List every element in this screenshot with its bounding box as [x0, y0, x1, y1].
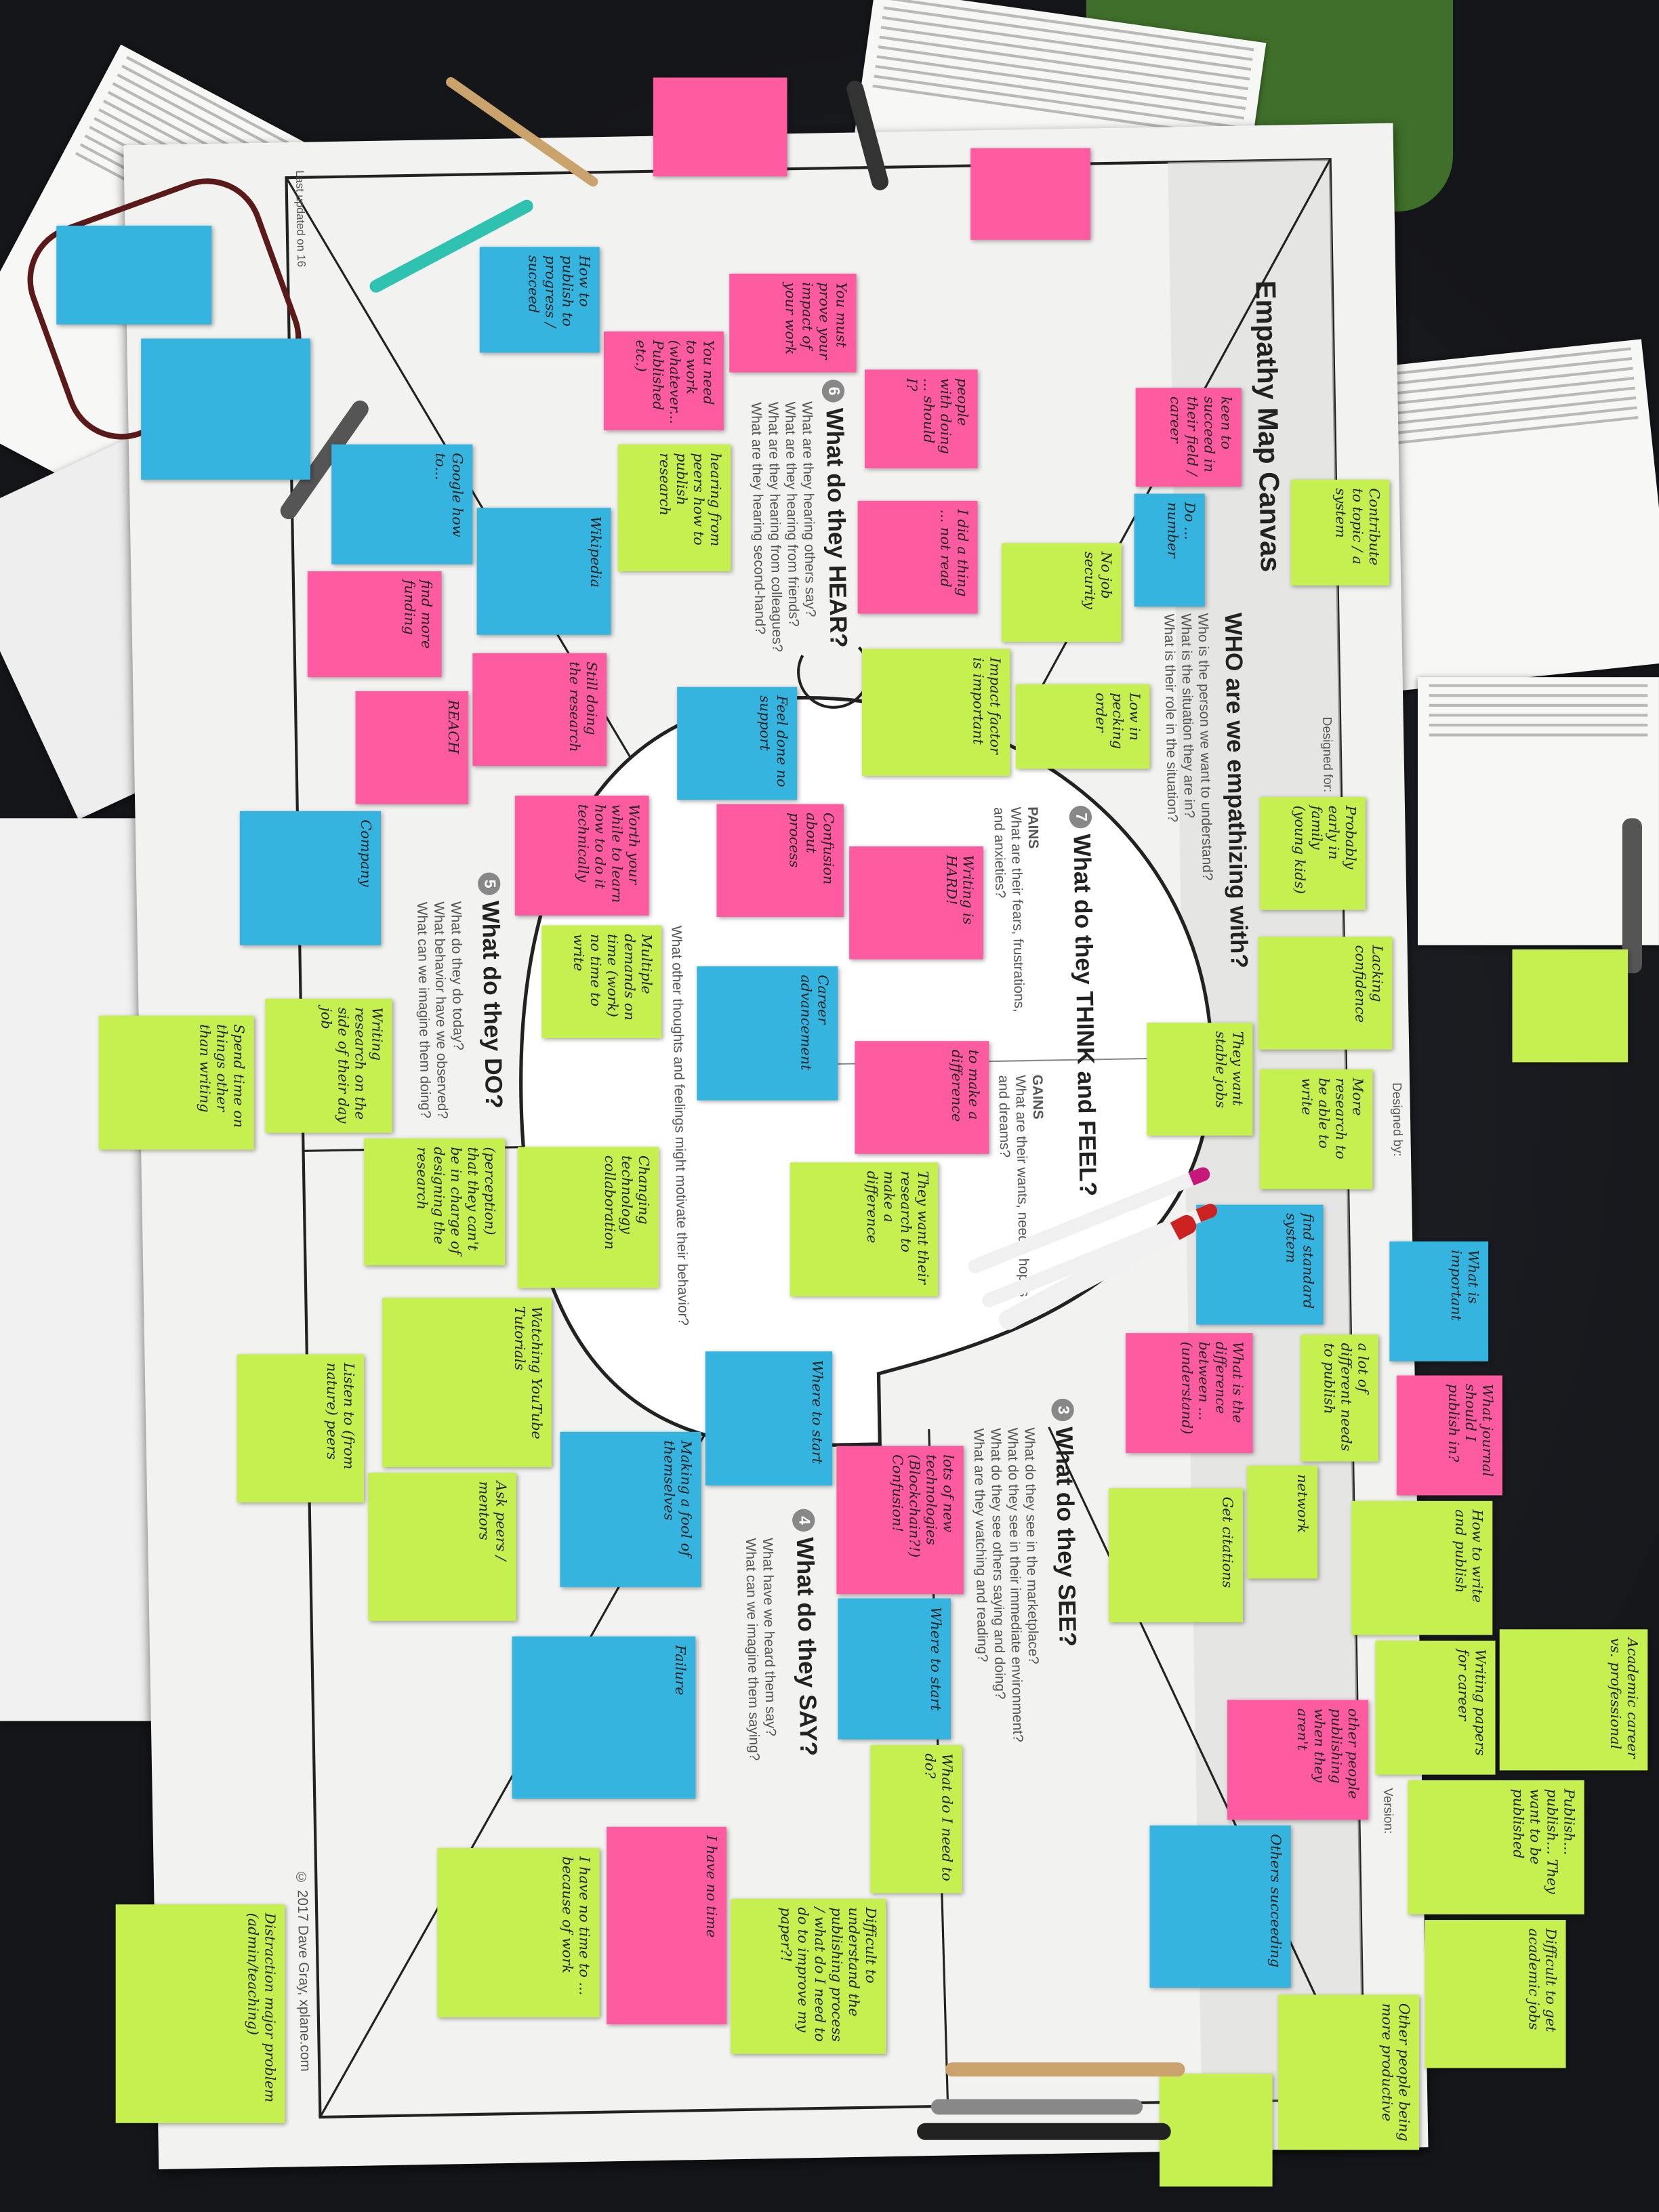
sticky-note-green: Changing technology collaboration	[517, 1147, 659, 1288]
sticky-note-green: Difficult to understand the publishing p…	[731, 1898, 886, 2054]
sticky-note-green: Difficult to get academic jobs	[1425, 1920, 1566, 2068]
do-heading: 5What do they DO?	[475, 872, 507, 1109]
sticky-note-green: hearing from peers how to publish resear…	[617, 444, 731, 572]
say-questions: What have we heard them say?What can we …	[741, 1538, 778, 1761]
sticky-note-green: Contribute to topic / a system	[1290, 479, 1390, 586]
pencil	[945, 2062, 1185, 2077]
sticky-note-green: I have no time to ... because of work	[437, 1847, 600, 2018]
sticky-note-blue: Wikipedia	[476, 508, 611, 635]
sticky-note-pink: Writing is HARD!	[849, 846, 983, 960]
version-label: Version:	[1380, 1788, 1396, 1835]
sticky-note-blue: What is important	[1389, 1241, 1489, 1361]
sticky-note-pink: other people publishing when they aren't	[1227, 1700, 1369, 1820]
sticky-note-pink: keen to succeed in their field / career	[1135, 388, 1242, 487]
sticky-note-green: They want their research to make a diffe…	[790, 1162, 939, 1296]
sticky-note-pink: Still doing the research	[472, 653, 607, 766]
black-marker	[917, 2123, 1171, 2140]
printed-document	[1366, 339, 1659, 691]
sticky-note-blue: Company	[239, 811, 382, 945]
see-questions: What do they see in the marketplace?What…	[970, 1427, 1041, 1742]
sticky-note-pink: What is the difference between ... (unde…	[1126, 1333, 1253, 1454]
say-heading: 4What do they SAY?	[790, 1509, 822, 1757]
sticky-note-green: Academic career vs. professional	[1499, 1629, 1648, 1771]
grey-marker	[930, 2099, 1143, 2115]
sticky-note-green	[1512, 949, 1629, 1063]
sticky-note-green: Probably early in family (young kids)	[1259, 797, 1366, 910]
canvas-title: Empathy Map Canvas	[1248, 280, 1286, 573]
sticky-note-blue	[56, 226, 212, 325]
sticky-note-blue: Where to start	[705, 1351, 833, 1486]
sticky-note-pink	[653, 77, 787, 177]
sticky-note-blue: Others succeeding	[1149, 1825, 1291, 1988]
sticky-note-green: They want stable jobs	[1147, 1023, 1253, 1136]
sticky-note-green: Distraction major problem (admin/teachin…	[115, 1904, 285, 2123]
sticky-note-blue: find standard system	[1196, 1204, 1324, 1325]
sticky-note-blue: Where to start	[838, 1598, 951, 1740]
copyright: © 2017 Dave Gray, xplane.com	[293, 1870, 312, 2072]
sticky-note-green: No job security	[1001, 543, 1122, 642]
sticky-note-green: Multiple demands on time (work) no time …	[541, 925, 662, 1039]
sticky-note-blue: Making a fool of themselves	[560, 1431, 701, 1587]
sticky-note-pink: You must prove your impact of your work	[729, 273, 857, 373]
sticky-note-green: How to write and publish	[1351, 1500, 1493, 1635]
sticky-note-green: More research to be able to write	[1259, 1069, 1373, 1189]
designed-by-label: Designed by:	[1389, 1082, 1406, 1157]
sticky-note-pink: Confusion about process	[716, 804, 844, 918]
sticky-note-blue: Failure	[512, 1636, 696, 1799]
sticky-note-green: Lacking confidence	[1258, 937, 1393, 1050]
sticky-note-green: network	[1247, 1465, 1318, 1579]
sticky-note-green: Writing papers for career	[1375, 1640, 1496, 1775]
sticky-note-blue: Career advancement	[697, 966, 838, 1101]
designed-for-label: Designed for:	[1319, 716, 1336, 793]
sticky-note-blue: Feel done no support	[677, 687, 798, 800]
sticky-note-green: Publish... publish... They want to be pu…	[1408, 1780, 1584, 1914]
sticky-note-green: Watching YouTube Tutorials	[382, 1298, 552, 1467]
hear-heading: 6What do they HEAR?	[819, 380, 852, 648]
see-heading: 3What do they SEE?	[1048, 1398, 1081, 1647]
sticky-note-green: Ask peers / mentors	[368, 1473, 516, 1621]
sticky-note-blue	[141, 338, 310, 480]
do-questions: What do they do today?What behavior have…	[413, 901, 466, 1120]
sticky-note-blue: How to publish to progress / succeed	[479, 247, 600, 353]
black-marker	[1622, 818, 1642, 974]
last-updated: Last updated on 16	[293, 170, 308, 268]
sticky-note-pink: lots of new technologies (Blockchain?!) …	[836, 1446, 964, 1595]
sticky-note-green: Writing research on the side of their da…	[265, 998, 392, 1133]
sticky-note-pink: REACH	[355, 691, 469, 804]
sticky-note-blue: Google how to...	[331, 444, 473, 565]
sticky-note-green: (perception) that they can't be in charg…	[364, 1138, 506, 1266]
sticky-note-green: Listen to (from nature) peers	[237, 1354, 365, 1502]
sticky-note-pink: find more funding	[307, 571, 442, 678]
sticky-note-pink	[970, 148, 1091, 240]
printed-document	[1418, 677, 1659, 945]
sticky-note-green: a lot of different needs to publish	[1300, 1334, 1378, 1462]
sticky-note-pink: You need to work (whatever... Published …	[603, 331, 724, 430]
sticky-note-pink: people with doing ... should I?	[865, 369, 978, 469]
sticky-note-pink: I have no time	[607, 1826, 727, 2025]
who-questions: Who is the person we want to understand?…	[1160, 613, 1214, 881]
sticky-note-green	[1160, 2073, 1273, 2187]
sticky-note-pink: Worth your while to learn how to do it t…	[514, 796, 649, 916]
sticky-note-green: What do I need to do?	[870, 1744, 962, 1893]
sticky-note-green: Other people being more productive	[1277, 1994, 1420, 2150]
sticky-note-green: Get citations	[1109, 1488, 1243, 1622]
sticky-note-green: Low in pecking order	[1015, 684, 1150, 769]
sticky-note-pink: I did a thing ... not read	[857, 500, 978, 614]
hear-questions: What are they hearing others say?What ar…	[747, 401, 818, 653]
sticky-note-blue: Do ... number	[1134, 493, 1205, 607]
sticky-note-green: Spend time on things other than writing	[98, 1015, 254, 1150]
sticky-note-pink: to make a difference	[855, 1041, 989, 1154]
sticky-note-pink: What journal should I publish in?	[1396, 1375, 1502, 1496]
sticky-note-green: Impact factor is important	[861, 649, 1010, 776]
